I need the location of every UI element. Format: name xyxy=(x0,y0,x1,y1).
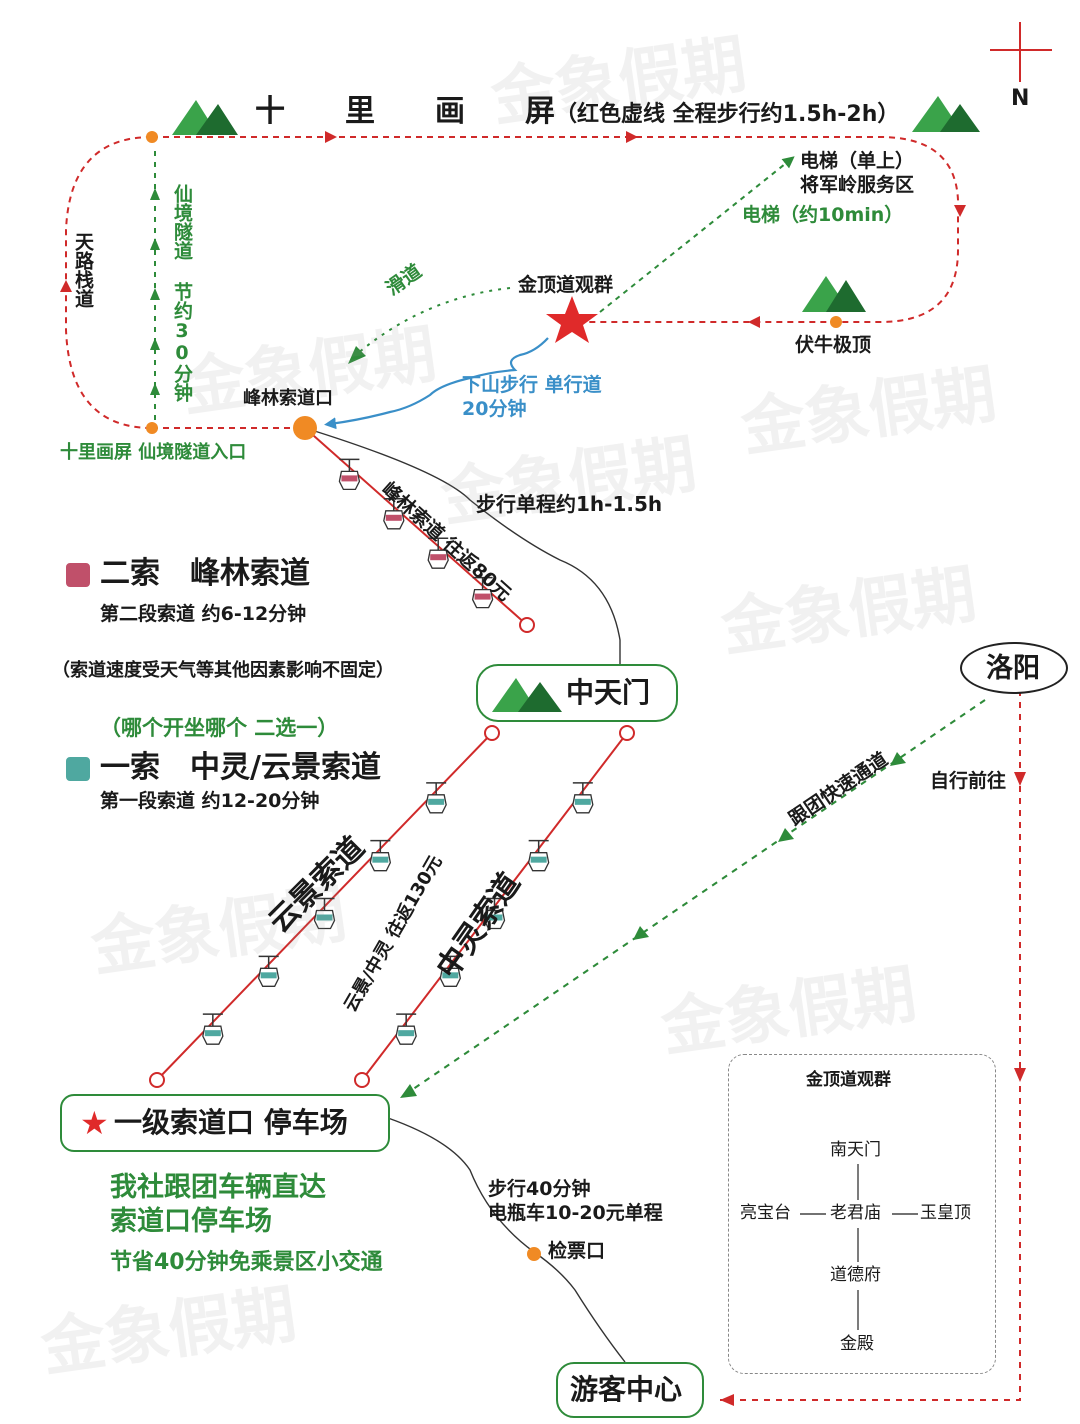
elevator-area: 将军岭服务区 xyxy=(800,174,915,196)
walk-path xyxy=(304,427,621,665)
promo-line3: 节省40分钟免乘景区小交通 xyxy=(110,1250,383,1275)
walk-oneway-label: 步行单程约1h-1.5h xyxy=(476,492,663,516)
walk-ticket-line2: 电瓶车10-20元单程 xyxy=(488,1202,663,1224)
parking-star-icon: ★ xyxy=(80,1104,109,1142)
mountain-icon-top-left xyxy=(172,100,238,135)
downhill-line1: 下山步行 单行道 xyxy=(462,374,602,396)
gondola-cabin-icon xyxy=(202,1013,224,1045)
gondola-cabin-icon xyxy=(369,839,392,872)
luoyang-box: 洛阳 xyxy=(960,642,1068,694)
cabin-icon-teal xyxy=(66,756,90,781)
gondola-cabin-icon xyxy=(313,897,336,930)
xianjing-tunnel-line xyxy=(150,150,160,420)
jinding-label: 金顶道观群 xyxy=(518,274,614,296)
compass-icon xyxy=(990,22,1052,82)
cable1-title: 一索 中灵/云景索道 xyxy=(66,750,381,786)
elevator-title: 电梯（单上） xyxy=(800,150,915,172)
gondola-cabin-icon xyxy=(483,897,506,930)
elevator-duration: 电梯（约10min） xyxy=(742,204,904,226)
tianlu-zhandao-label: 天路栈道 xyxy=(72,232,94,308)
elevator-line xyxy=(599,156,795,313)
visitor-center-box: 游客中心 xyxy=(556,1362,704,1418)
mountain-icon-funiu xyxy=(802,276,866,312)
promo-line1: 我社跟团车辆直达 xyxy=(110,1172,326,1203)
gondola-cabin-icon xyxy=(383,498,405,530)
route-name: 十 里 画 屏 xyxy=(255,94,555,129)
xianjing-tunnel-label: 仙境隧道 节约30分钟 xyxy=(171,184,193,402)
gondola-cabins xyxy=(202,458,594,1045)
cable2-sub: 第二段索道 约6-12分钟 xyxy=(100,603,307,625)
shili-huaping-title: 十 里 画 屏（红色虚线 全程步行约1.5h-2h） xyxy=(255,94,899,130)
cable2-title: 二索 峰林索道 xyxy=(66,556,310,592)
promo-line2: 索道口停车场 xyxy=(110,1206,272,1237)
parking-label: 一级索道口 停车场 xyxy=(114,1106,348,1139)
zhongtianmen-box: 中天门 xyxy=(476,664,678,722)
jinding-star-icon xyxy=(546,296,598,343)
express-line xyxy=(399,699,986,1099)
waypoint-dots xyxy=(146,131,842,1261)
luoyang-label: 洛阳 xyxy=(986,653,1040,684)
ticket-gate-label: 检票口 xyxy=(548,1240,606,1262)
downhill-path xyxy=(324,337,549,430)
fenglin-entry-label: 峰林索道口 xyxy=(243,388,333,409)
inset-yuhuangding: 玉皇顶 xyxy=(920,1203,971,1223)
shili-huaping-loop xyxy=(65,136,959,429)
visitor-center-label: 游客中心 xyxy=(570,1373,683,1406)
inset-jindian: 金殿 xyxy=(840,1334,874,1354)
gondola-cabin-icon xyxy=(572,782,594,814)
walk-ticket-line1: 步行40分钟 xyxy=(488,1178,591,1200)
gondola-cabin-icon xyxy=(257,955,280,987)
gondola-cabin-icon xyxy=(395,1013,417,1045)
inset-lines xyxy=(800,1164,918,1330)
inset-nantianmen: 南天门 xyxy=(830,1140,881,1160)
cabin-icon-red xyxy=(66,562,90,587)
gondola-cabin-icon xyxy=(338,458,361,491)
gondola-cabin-icon xyxy=(425,782,447,814)
funiu-label: 伏牛极顶 xyxy=(795,334,872,356)
route-note: （红色虚线 全程步行约1.5h-2h） xyxy=(555,102,900,127)
choose-one-note: （哪个开坐哪个 二选一） xyxy=(100,716,339,740)
mountain-icon xyxy=(492,678,562,712)
cable1-sub: 第一段索道 约12-20分钟 xyxy=(100,790,320,812)
loop-arrows xyxy=(60,131,966,328)
inset-daodefu: 道德府 xyxy=(830,1265,881,1285)
gondola-cabin-icon xyxy=(439,955,462,987)
jinding-inset xyxy=(728,1054,996,1374)
mountain-icon-top-right xyxy=(912,96,980,132)
slide-path xyxy=(349,287,511,361)
zhongtianmen-label: 中天门 xyxy=(566,676,651,709)
gondola-cabin-icon xyxy=(471,576,494,609)
ticket-path xyxy=(387,1117,626,1363)
cable2-note: （索道速度受天气等其他因素影响不固定） xyxy=(52,660,394,681)
gondola-cabin-icon xyxy=(527,839,550,872)
tunnel-entry-label: 十里画屏 仙境隧道入口 xyxy=(60,442,247,463)
parking-box: ★ 一级索道口 停车场 xyxy=(60,1094,390,1152)
inset-title: 金顶道观群 xyxy=(806,1070,891,1090)
gondola-cabin-icon xyxy=(427,537,449,569)
downhill-line2: 20分钟 xyxy=(462,398,527,420)
inset-laojunmiao: 老君庙 xyxy=(830,1203,881,1223)
compass-north-label: N xyxy=(1011,86,1030,111)
inset-liangbaotai: 亮宝台 xyxy=(740,1203,791,1223)
self-drive-line xyxy=(720,690,1026,1406)
self-drive-label: 自行前往 xyxy=(930,770,1007,792)
